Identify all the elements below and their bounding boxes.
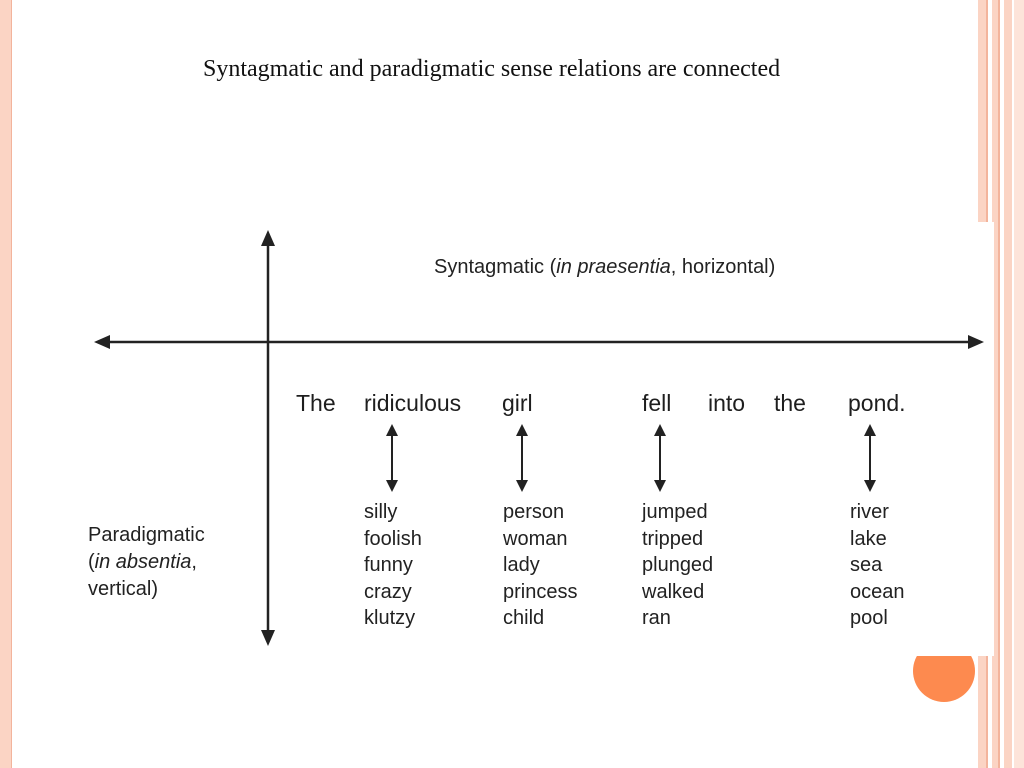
syntagmatic-label: Syntagmatic (in praesentia, horizontal) [434, 256, 775, 279]
sentence-word-into: into [708, 390, 746, 416]
alternatives-girl: person woman lady princess child [503, 499, 577, 632]
paradigmatic-label-close: , [191, 551, 197, 573]
list-item: lady [503, 554, 540, 577]
arrow-pond [864, 424, 876, 492]
sentence-word-girl: girl [502, 390, 533, 416]
list-item: pool [850, 607, 888, 630]
syntagmatic-axis [94, 335, 984, 349]
list-item: ocean [850, 580, 905, 603]
list-item: princess [503, 580, 578, 603]
sentence-word-ridiculous: ridiculous [364, 390, 462, 416]
arrow-ridiculous [386, 424, 398, 492]
list-item: foolish [364, 527, 422, 550]
list-item: river [850, 501, 889, 523]
list-item: crazy [364, 580, 412, 603]
slide-title: Syntagmatic and paradigmatic sense relat… [203, 56, 781, 82]
list-item: child [503, 607, 545, 630]
list-item: tripped [642, 527, 704, 550]
list-item: ran [642, 607, 671, 630]
syntagmatic-label-italic: in praesentia [556, 256, 671, 278]
list-item: sea [850, 554, 883, 577]
list-item: woman [503, 527, 568, 550]
syntagmatic-label-suffix: , horizontal) [670, 256, 776, 278]
alternatives-fell: jumped tripped plunged walked ran [642, 499, 713, 632]
list-item: jumped [642, 501, 708, 523]
sentence-word-the-2: the [774, 390, 806, 416]
paradigmatic-label-line3: vertical) [88, 578, 159, 600]
sentence-word-the-1: The [296, 390, 336, 416]
list-item: lake [850, 527, 887, 550]
sentence-word-pond: pond. [848, 390, 906, 416]
diagram-axes [94, 230, 984, 646]
paradigmatic-label-italic: in absentia [94, 551, 192, 573]
paradigmatic-label-open: ( [88, 551, 95, 573]
syntagmatic-label-prefix: Syntagmatic ( [434, 256, 557, 278]
list-item: funny [364, 554, 413, 577]
list-item: walked [642, 580, 705, 603]
paradigmatic-label-line2: (in absentia, [88, 549, 205, 576]
arrow-fell [654, 424, 666, 492]
paradigmatic-axis [261, 230, 275, 646]
sense-relations-diagram: Syntagmatic (in praesentia, horizontal) … [70, 222, 994, 656]
arrow-girl [516, 424, 528, 492]
list-item: klutzy [364, 607, 416, 630]
list-item: person [503, 501, 565, 523]
paradigmatic-label-line1: Paradigmatic [88, 524, 205, 546]
alternatives-pond: river lake sea ocean pool [850, 499, 905, 632]
slide-frame-left [0, 0, 12, 768]
paradigmatic-label: Paradigmatic (in absentia, vertical) [88, 522, 205, 603]
alternatives-ridiculous: silly foolish funny crazy klutzy [364, 499, 422, 632]
sentence-word-fell: fell [642, 390, 672, 416]
list-item: silly [364, 501, 398, 523]
list-item: plunged [642, 554, 714, 577]
